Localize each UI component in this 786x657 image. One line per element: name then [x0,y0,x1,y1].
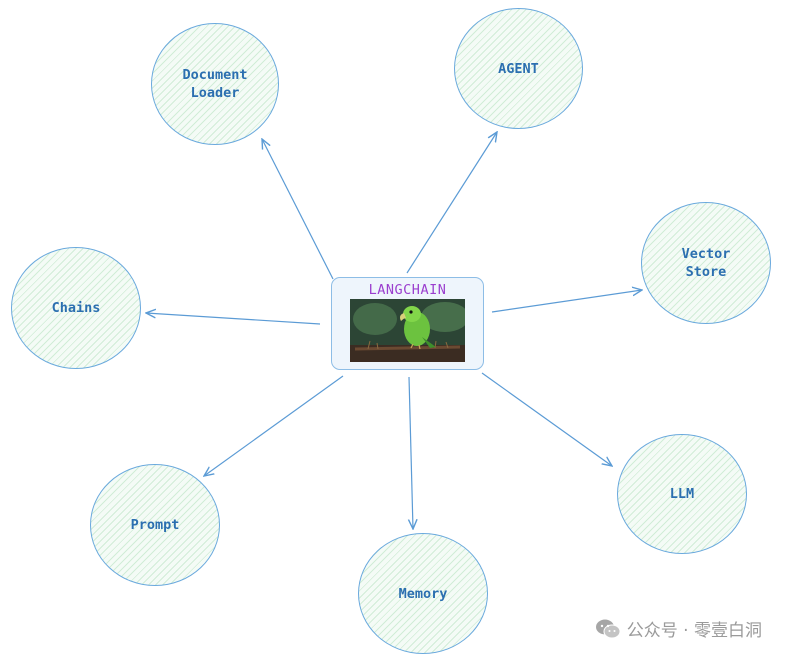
center-node: LANGCHAIN [331,277,484,370]
node-vector-store: Vector Store [641,202,771,324]
node-label: LLM [669,486,695,502]
node-label: AGENT [498,60,539,77]
parrot-illustration [350,299,465,362]
edge-chains [146,313,321,325]
node-memory: Memory [358,533,488,654]
node-chains: Chains [11,247,141,369]
center-title: LANGCHAIN [368,282,447,298]
edge-prompt [204,375,344,476]
watermark-text: 公众号 · 零壹白洞 [626,621,762,641]
node-agent: AGENT [454,8,583,129]
watermark: 公众号 · 零壹白洞 [595,616,762,641]
node-llm: LLM [617,434,747,554]
edge-vector-store [491,290,642,313]
edge-agent [406,132,497,274]
node-label: Document Loader [182,67,248,101]
node-label: Chains [51,300,101,316]
node-label: Vector Store [681,246,731,280]
parrot-icon [350,299,465,362]
edge-llm [481,372,612,466]
node-prompt: Prompt [90,464,220,586]
node-label: Prompt [130,517,180,533]
node-label: Memory [398,585,448,602]
node-document-loader: Document Loader [151,23,279,145]
wechat-icon [595,618,621,640]
edge-document-loader [262,139,334,280]
edge-memory [409,376,413,529]
